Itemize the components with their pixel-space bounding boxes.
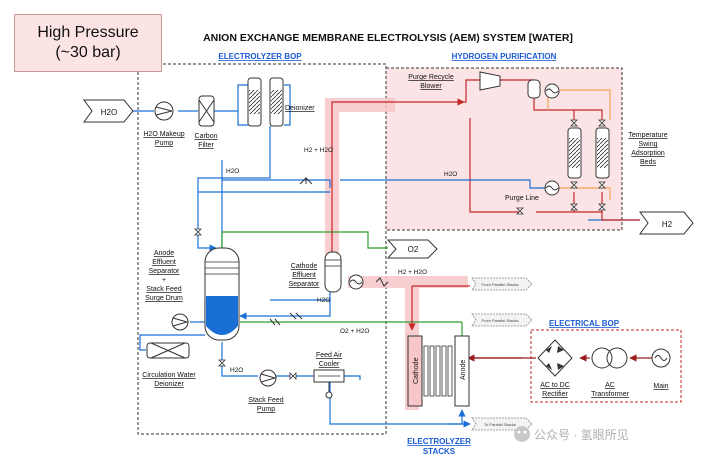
carbon-filter (198, 95, 215, 127)
stream-h2o-4: H2O (230, 367, 243, 374)
purge-blower-label-1: Purge Recycle (408, 74, 454, 81)
anode-sep-label-1: Anode (154, 250, 174, 257)
anode-sep-label-5: Stack Feed (146, 286, 182, 293)
anode-sep-label-4: + (162, 277, 166, 284)
stream-h2o-1: H2O (226, 168, 239, 175)
purge-water-line (340, 179, 546, 189)
section-hydrogen-purification: HYDROGEN PURIFICATION (452, 52, 557, 61)
water-lines (133, 84, 471, 428)
cathode-sep-label-3: Separator (289, 281, 320, 288)
parallel-tag-from-1: From Parallel Stacks (471, 277, 533, 291)
stream-h2-h2o-2: H2 + H2O (398, 269, 427, 276)
rectifier-label-2: Rectifier (542, 391, 568, 398)
h2-product-label: H2 (662, 220, 673, 229)
section-electrolyzer-bop: ELECTROLYZER BOP (218, 52, 302, 61)
purification-heat-exchanger-2 (544, 180, 560, 196)
ac-transformer (591, 347, 628, 369)
anode-sep-label-2: Effluent (152, 259, 176, 266)
electrical-bop-frame (530, 329, 682, 403)
electrolyzer-stack (407, 335, 470, 407)
purge-line-label: Purge Line (505, 195, 539, 202)
h2-product-tag: H2 (639, 211, 694, 235)
cathode-separator (324, 251, 342, 293)
tsa-label-1: Temperature (628, 132, 667, 139)
anode-sep-label-6: Surge Drum (145, 295, 183, 302)
tsa-label-2: Swing (638, 141, 657, 148)
electrolyzer-bop-frame (137, 63, 387, 435)
feed-air-cooler-label-2: Cooler (319, 361, 340, 368)
ac-dc-rectifier (537, 339, 573, 377)
cathode-sep-label-2: Effluent (292, 272, 316, 279)
cathode-sep-water-return (239, 300, 331, 320)
parallel-tag-from-2: From Parallel Stacks (471, 313, 533, 327)
high-pressure-badge: High Pressure (~30 bar) (14, 14, 162, 72)
section-electrical-bop: ELECTRICAL BOP (549, 319, 620, 328)
high-pressure-line1: High Pressure (37, 24, 139, 41)
circ-deionizer-label-2: Deionizer (154, 381, 184, 388)
tsa-label-3: Adsorption (631, 150, 665, 157)
tsa-beds (567, 127, 610, 179)
makeup-pump (154, 101, 174, 121)
cathode-heat-exchanger (348, 274, 364, 290)
rectifier-label-1: AC to DC (540, 382, 570, 389)
hydrogen-purification-frame (385, 67, 623, 231)
h2o-inlet-label: H2O (101, 108, 117, 117)
deionizer (247, 77, 284, 127)
purge-knockout-drum (527, 79, 541, 99)
transformer-label-1: AC (605, 382, 615, 389)
purge-blower (479, 71, 501, 91)
watermark-text: 公众号 · 氢眼所见 (534, 427, 629, 442)
h2o-inlet-tag: H2O (83, 99, 134, 123)
o2-outlet-tag: O2 (386, 239, 438, 259)
cathode-label: Cathode (413, 357, 420, 384)
parallel-tag-from-1-text: From Parallel Stacks (482, 282, 519, 287)
section-stacks-line2: STACKS (423, 447, 456, 456)
check-valves (269, 176, 389, 326)
h2-to-product (601, 212, 640, 221)
stack-feed-pump (259, 369, 277, 387)
circ-deionizer-label-1: Circulation Water (142, 372, 196, 379)
stream-h2o-3: H2O (317, 297, 330, 304)
circulation-pump (171, 313, 189, 331)
stream-h2-h2o-1: H2 + H2O (304, 147, 333, 154)
purification-heat-exchanger-1 (544, 83, 560, 99)
main-label: Main (653, 383, 668, 390)
section-stacks-line1: ELECTROLYZER (407, 437, 471, 446)
makeup-pump-label-2: Pump (155, 140, 173, 147)
stack-feed-pump-label-2: Pump (257, 406, 275, 413)
main-ac-source (651, 348, 671, 368)
transformer-label-2: Transformer (591, 391, 630, 398)
o2-outlet-label: O2 (408, 245, 419, 254)
makeup-pump-label-1: H2O Makeup (143, 131, 184, 138)
parallel-tag-from-2-text: From Parallel Stacks (482, 318, 519, 323)
feed-air-cooler-label-1: Feed Air (316, 352, 343, 359)
stream-h2o-2: H2O (444, 171, 457, 178)
diagram-title: ANION EXCHANGE MEMBRANE ELECTROLYSIS (AE… (203, 32, 573, 44)
stream-o2-h2o: O2 + H2O (340, 328, 369, 335)
deionizer-label: Deionizer (285, 105, 315, 112)
anode-sep-label-3: Separator (149, 268, 180, 275)
parallel-tag-to-1-text: To Parallel Stacks (484, 422, 516, 427)
stack-feed-pump-label-1: Stack Feed (248, 397, 284, 404)
watermark: 公众号 · 氢眼所见 (514, 426, 629, 442)
cathode-sep-label-1: Cathode (291, 263, 318, 270)
tsa-label-4: Beds (640, 159, 656, 166)
anode-label: Anode (460, 360, 467, 380)
high-pressure-line2: (~30 bar) (55, 44, 121, 61)
carbon-filter-label-2: Filter (198, 142, 214, 149)
feed-air-cooler (313, 369, 345, 399)
purge-blower-label-2: Blower (420, 83, 442, 90)
anode-separator-drum (204, 247, 240, 341)
carbon-filter-label-1: Carbon (195, 133, 218, 140)
circulation-deionizer (146, 342, 190, 359)
